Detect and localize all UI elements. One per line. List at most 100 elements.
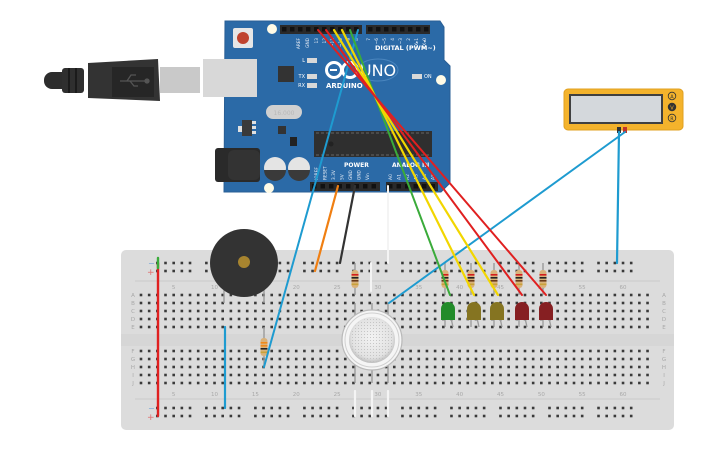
breadboard-hole[interactable] [147, 381, 151, 385]
breadboard-hole[interactable] [180, 293, 184, 297]
breadboard-hole[interactable] [180, 325, 184, 329]
breadboard-hole[interactable] [376, 381, 380, 385]
breadboard-hole[interactable] [188, 301, 192, 305]
breadboard-hole[interactable] [458, 293, 461, 297]
breadboard-hole[interactable] [417, 365, 421, 369]
breadboard-hole[interactable] [629, 301, 633, 305]
breadboard-hole[interactable] [245, 357, 249, 361]
resistor[interactable] [539, 263, 547, 295]
rail-hole[interactable] [466, 261, 470, 265]
breadboard-hole[interactable] [589, 349, 592, 353]
rail-hole[interactable] [450, 261, 453, 265]
breadboard-hole[interactable] [147, 357, 151, 361]
breadboard-hole[interactable] [335, 373, 339, 377]
breadboard-hole[interactable] [319, 357, 323, 361]
breadboard-hole[interactable] [499, 325, 502, 329]
breadboard-hole[interactable] [335, 365, 339, 369]
rail-hole[interactable] [466, 269, 470, 273]
breadboard-hole[interactable] [613, 301, 617, 305]
breadboard-hole[interactable] [417, 293, 421, 297]
breadboard-hole[interactable] [164, 309, 167, 313]
breadboard-hole[interactable] [580, 373, 584, 377]
rail-hole[interactable] [433, 414, 437, 418]
breadboard-hole[interactable] [597, 317, 600, 321]
breadboard-hole[interactable] [507, 301, 510, 305]
rail-hole[interactable] [597, 269, 600, 273]
rail-hole[interactable] [523, 414, 527, 418]
breadboard-hole[interactable] [147, 373, 151, 377]
rail-hole[interactable] [507, 269, 510, 273]
rail-hole[interactable] [572, 414, 576, 418]
breadboard-hole[interactable] [303, 365, 306, 369]
rail-hole[interactable] [262, 406, 265, 410]
breadboard-hole[interactable] [327, 325, 331, 329]
rail-hole[interactable] [180, 269, 184, 273]
breadboard-hole[interactable] [245, 349, 249, 353]
breadboard-hole[interactable] [564, 349, 568, 353]
breadboard-hole[interactable] [621, 309, 625, 313]
breadboard-hole[interactable] [188, 317, 192, 321]
breadboard-hole[interactable] [172, 357, 175, 361]
breadboard-hole[interactable] [589, 365, 592, 369]
rail-hole[interactable] [327, 406, 331, 410]
breadboard-hole[interactable] [376, 301, 380, 305]
breadboard-hole[interactable] [188, 349, 192, 353]
rail-hole[interactable] [629, 261, 633, 265]
breadboard-hole[interactable] [450, 381, 453, 385]
breadboard-hole[interactable] [343, 317, 347, 321]
header-pin-hole[interactable] [354, 27, 359, 32]
breadboard-hole[interactable] [564, 309, 568, 313]
breadboard-hole[interactable] [384, 301, 388, 305]
breadboard-hole[interactable] [605, 309, 608, 313]
rail-hole[interactable] [384, 269, 388, 273]
breadboard-hole[interactable] [417, 317, 421, 321]
breadboard-hole[interactable] [638, 301, 641, 305]
breadboard-hole[interactable] [556, 309, 559, 313]
breadboard-hole[interactable] [294, 357, 298, 361]
breadboard-hole[interactable] [564, 373, 568, 377]
breadboard-hole[interactable] [531, 373, 535, 377]
breadboard-hole[interactable] [286, 381, 290, 385]
breadboard-components[interactable] [210, 229, 553, 383]
rail-hole[interactable] [368, 269, 372, 273]
breadboard-hole[interactable] [229, 301, 233, 305]
rail-hole[interactable] [303, 406, 306, 410]
rail-hole[interactable] [278, 406, 282, 410]
breadboard-hole[interactable] [213, 317, 216, 321]
resistor[interactable] [490, 263, 498, 295]
breadboard-hole[interactable] [580, 357, 584, 361]
rail-hole[interactable] [270, 414, 274, 418]
breadboard-hole[interactable] [401, 293, 404, 297]
breadboard-hole[interactable] [270, 365, 274, 369]
breadboard-hole[interactable] [425, 357, 429, 361]
usb-cable[interactable] [44, 59, 200, 101]
rail-hole[interactable] [311, 261, 314, 265]
breadboard-hole[interactable] [180, 381, 184, 385]
breadboard-hole[interactable] [572, 301, 576, 305]
breadboard-hole[interactable] [335, 293, 339, 297]
rail-hole[interactable] [327, 414, 331, 418]
breadboard-hole[interactable] [368, 301, 372, 305]
breadboard-hole[interactable] [254, 349, 257, 353]
led-yellow[interactable] [467, 302, 481, 328]
breadboard-hole[interactable] [229, 357, 233, 361]
breadboard-hole[interactable] [548, 365, 551, 369]
rail-hole[interactable] [164, 269, 167, 273]
breadboard-hole[interactable] [237, 381, 241, 385]
breadboard-hole[interactable] [327, 365, 331, 369]
breadboard-hole[interactable] [384, 373, 388, 377]
header-pin-hole[interactable] [337, 184, 343, 189]
led-yellow[interactable] [490, 302, 504, 328]
breadboard-hole[interactable] [352, 301, 355, 305]
breadboard-hole[interactable] [205, 365, 208, 369]
breadboard-hole[interactable] [597, 325, 600, 329]
breadboard-hole[interactable] [564, 365, 568, 369]
breadboard-hole[interactable] [580, 293, 584, 297]
breadboard-hole[interactable] [205, 373, 208, 377]
breadboard-hole[interactable] [164, 325, 167, 329]
header-pin-hole[interactable] [408, 27, 413, 32]
breadboard-hole[interactable] [311, 301, 314, 305]
breadboard-hole[interactable] [343, 293, 347, 297]
breadboard-hole[interactable] [229, 373, 233, 377]
breadboard-hole[interactable] [646, 317, 649, 321]
